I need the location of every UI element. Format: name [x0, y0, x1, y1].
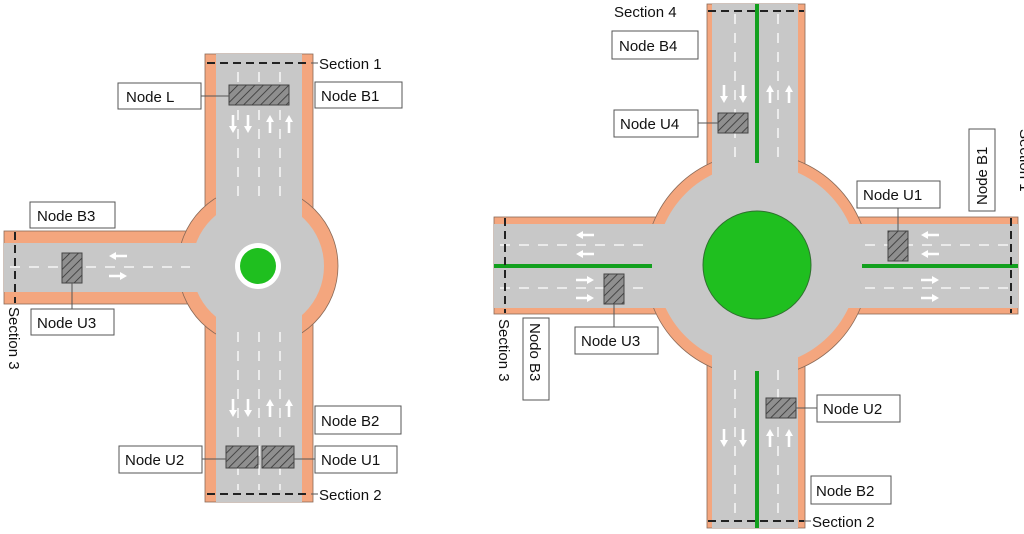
right-nodo-b3-label: Nodo B3	[526, 323, 543, 381]
left-central-island	[240, 248, 276, 284]
right-node-b4-label: Node B4	[619, 38, 677, 55]
left-node-u1-box	[314, 445, 398, 474]
left-node-u1-label: Node U1	[321, 452, 380, 469]
right-section-3-label: Section 3	[495, 319, 512, 382]
right-node-u4-detector	[717, 112, 749, 134]
right-node-b1-label: Node B1	[974, 147, 991, 205]
right-central-island	[702, 210, 812, 320]
left-section-2-label: Section 2	[319, 487, 382, 504]
left-node-b1-label: Node B1	[321, 88, 379, 105]
left-node-l-detector	[228, 84, 290, 106]
left-node-u1-detector	[261, 445, 295, 469]
right-node-u1-box	[856, 180, 941, 209]
left-node-u3-label: Node U3	[37, 315, 96, 332]
right-node-u1-detector	[887, 230, 909, 262]
right-roundabout: Section 4 Node B4 Node U4 Node U1 Node B…	[493, 3, 1024, 531]
left-node-u3-detector	[61, 252, 83, 284]
left-roundabout: Node L Node B1 Section 1 Node B2 Node U2…	[3, 53, 403, 504]
left-node-b3-label: Node B3	[37, 208, 95, 225]
right-node-u3-detector	[603, 273, 625, 305]
left-section-1-label: Section 1	[319, 56, 382, 73]
left-node-l-box	[117, 82, 202, 110]
left-node-b2-box	[314, 405, 402, 435]
right-node-u2-label: Node U2	[823, 401, 882, 418]
right-node-u2-detector	[765, 397, 797, 419]
left-node-b2-label: Node B2	[321, 413, 379, 430]
right-node-u4-box	[613, 109, 699, 138]
right-node-u2-box	[816, 394, 901, 423]
right-node-u4-label: Node U4	[620, 116, 679, 133]
left-node-u2-label: Node U2	[125, 452, 184, 469]
right-nodo-b3-box	[522, 317, 550, 401]
left-node-u3-box	[30, 308, 115, 336]
right-node-b2-box	[810, 475, 892, 505]
right-section-4-label: Section 4	[614, 4, 677, 21]
left-section-3-label: Section 3	[5, 307, 22, 370]
right-section-2-label: Section 2	[812, 514, 875, 531]
left-node-l-label: Node L	[126, 89, 174, 106]
right-node-b2-label: Node B2	[816, 483, 874, 500]
right-node-u3-box	[574, 326, 659, 355]
right-node-b1-box	[968, 128, 996, 212]
right-section-1-label: Section 1	[1016, 129, 1024, 192]
left-node-b1-box	[314, 81, 403, 109]
left-node-u2-box	[118, 445, 203, 474]
right-node-u3-label: Node U3	[581, 333, 640, 350]
left-node-u2-detector	[225, 445, 259, 469]
right-node-u1-label: Node U1	[863, 187, 922, 204]
right-node-b4-box	[611, 30, 699, 60]
left-node-b3-box	[29, 201, 116, 229]
